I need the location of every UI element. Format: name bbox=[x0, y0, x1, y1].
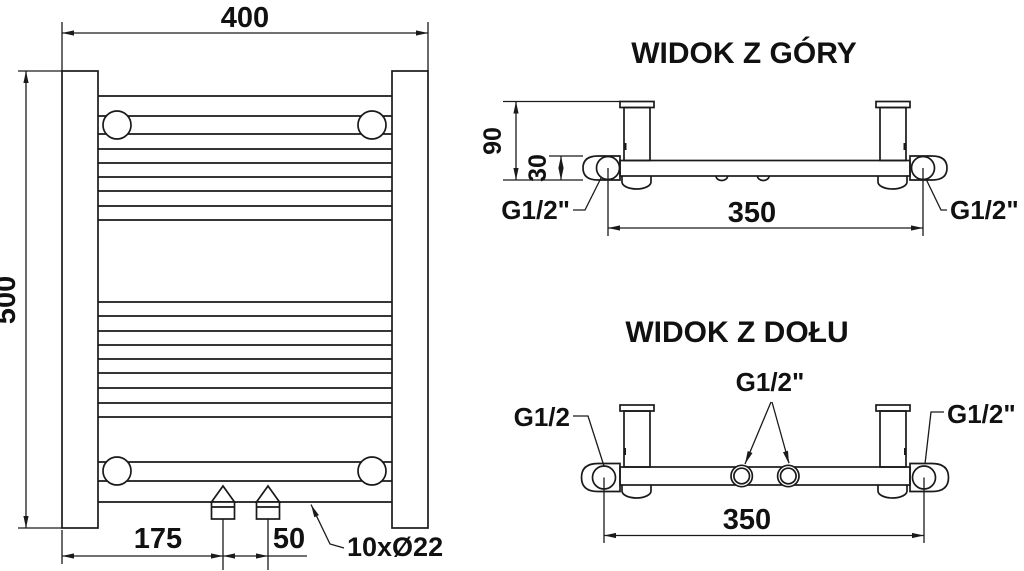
g12-left-label: G1/2 bbox=[514, 402, 570, 432]
center-connection-circle-inner bbox=[733, 467, 751, 485]
leader-line bbox=[925, 178, 947, 211]
bottom-view-title: WIDOK Z DOŁU bbox=[625, 316, 848, 349]
g12-right-label: G1/2" bbox=[950, 195, 1019, 225]
collector-bar bbox=[619, 466, 911, 486]
conn-label-left: G1/2 bbox=[514, 402, 605, 467]
rail-left bbox=[61, 70, 99, 529]
end-cap-right bbox=[909, 155, 948, 181]
tube-lines bbox=[98, 95, 392, 503]
g12-right-label: G1/2" bbox=[947, 399, 1016, 429]
rail-right bbox=[391, 70, 429, 529]
dim-350-bottom: 350 bbox=[603, 477, 925, 543]
dim-500: 500 bbox=[0, 70, 62, 529]
conn-label-left: G1/2" bbox=[501, 177, 602, 225]
center-connection-circle-inner bbox=[779, 467, 797, 485]
dim-350-label: 350 bbox=[728, 197, 776, 229]
tube-spec-label: 10xØ22 bbox=[347, 532, 443, 562]
dim-175-label: 175 bbox=[134, 523, 182, 555]
valve-right bbox=[254, 484, 282, 570]
leader-line bbox=[924, 411, 944, 465]
valve-left bbox=[209, 484, 237, 570]
end-cap-right bbox=[909, 462, 950, 493]
bracket-circle bbox=[357, 456, 387, 486]
dim-175-50: 175 50 bbox=[61, 523, 307, 564]
end-cap-left bbox=[582, 155, 621, 181]
dim-50-label: 50 bbox=[273, 523, 305, 555]
g12-left-label: G1/2" bbox=[501, 195, 570, 225]
dim-400-label: 400 bbox=[221, 2, 269, 34]
conn-label-right: G1/2" bbox=[925, 178, 1019, 225]
bracket-circle bbox=[102, 110, 132, 140]
top-view: WIDOK Z GÓRY 90 bbox=[479, 36, 1019, 236]
front-view: 400 500 175 50 10xØ22 bbox=[0, 2, 443, 570]
g12-center-label: G1/2" bbox=[736, 367, 805, 397]
bottom-view: WIDOK Z DOŁU G1/2 bbox=[514, 316, 1016, 543]
center-port-bump bbox=[756, 175, 770, 182]
wall-bracket-right bbox=[875, 404, 911, 499]
dim-350-label: 350 bbox=[723, 504, 771, 536]
wall-bracket-left bbox=[619, 404, 655, 499]
conn-label-right: G1/2" bbox=[924, 399, 1016, 465]
end-cap-left bbox=[580, 462, 621, 493]
conn-label-center: G1/2" bbox=[736, 367, 805, 465]
dim-30-label: 30 bbox=[524, 154, 552, 182]
tube-spec-callout: 10xØ22 bbox=[310, 504, 443, 562]
dim-500-label: 500 bbox=[0, 276, 22, 324]
dim-90: 90 bbox=[479, 100, 620, 181]
leader-line bbox=[573, 415, 605, 467]
dim-350-top: 350 bbox=[607, 168, 924, 236]
bracket-circle bbox=[102, 456, 132, 486]
dim-90-label: 90 bbox=[479, 127, 507, 155]
leader-line bbox=[573, 177, 602, 211]
top-view-title: WIDOK Z GÓRY bbox=[631, 36, 857, 70]
leader-line bbox=[310, 504, 345, 549]
collector-bar bbox=[619, 159, 911, 177]
bracket-circle bbox=[357, 110, 387, 140]
dim-30: 30 bbox=[524, 154, 583, 182]
center-port-bump bbox=[715, 175, 729, 182]
dim-400: 400 bbox=[61, 2, 429, 71]
